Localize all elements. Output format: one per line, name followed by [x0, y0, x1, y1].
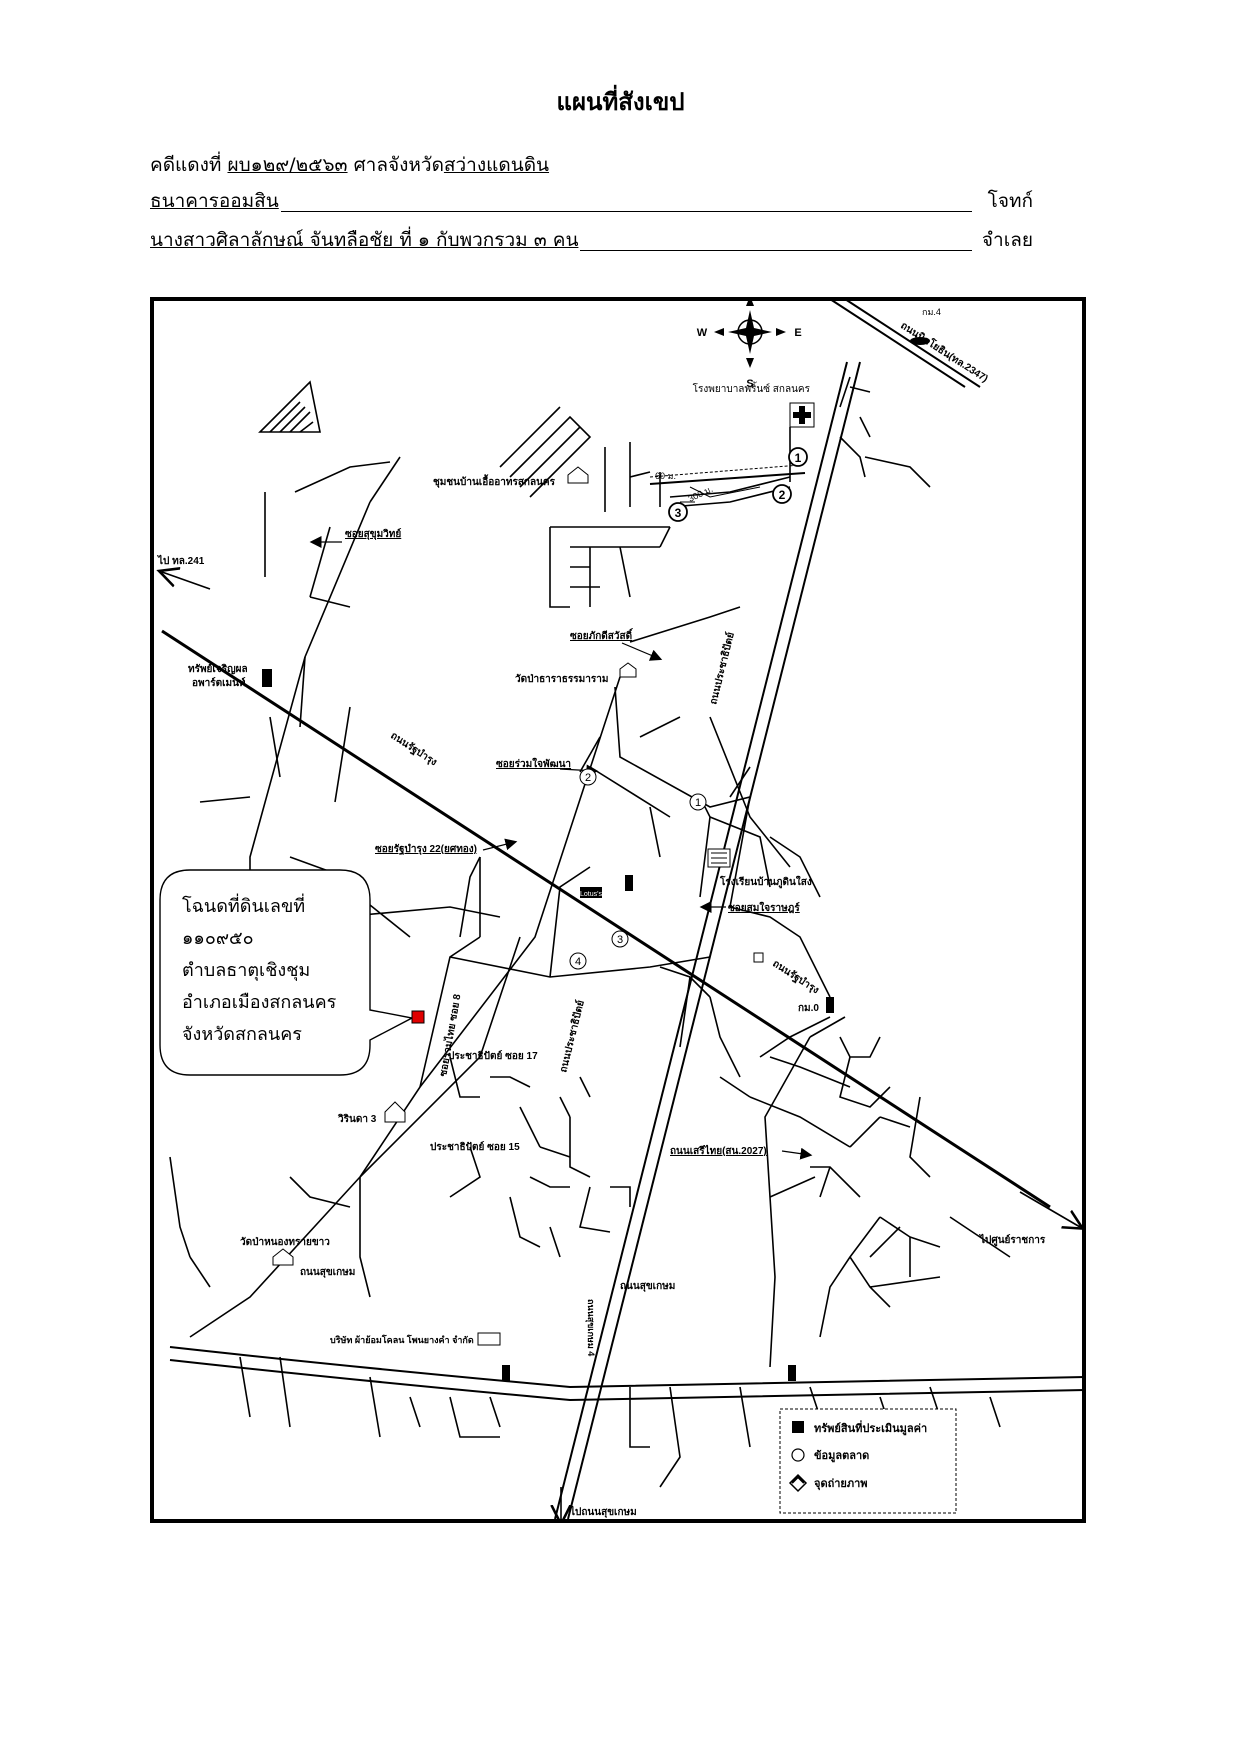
market-data-markers: 1 2 3 4 [569, 768, 707, 970]
svg-text:2: 2 [779, 488, 786, 502]
community-label: ชุมชนบ้านเอื้ออาทรสกลนคร [433, 474, 556, 488]
housing-grid [499, 376, 931, 608]
lotus-icon [580, 887, 602, 898]
temple-icon [619, 662, 637, 678]
apartment-label-1: ทรัพย์เจริญผล [188, 663, 248, 675]
traffic-lights [502, 875, 796, 1381]
legend-item-photo: จุดถ่ายภาพ [814, 1478, 868, 1491]
school-label: โรงเรียนบ้านภูดินใสง [719, 875, 812, 889]
community-icon [567, 466, 589, 484]
case-number: ผบ๑๒๙/๒๕๖๓ [227, 154, 348, 176]
defendant-role: จำเลย [981, 229, 1033, 251]
soi-rat22-label: ซอยรัฐบำรุง 22(ยศทอง) [375, 843, 477, 855]
lotus-label: Lotus's [580, 891, 602, 898]
traffic-light-km0 [826, 997, 834, 1013]
dist-60-label: 60 ม. [655, 471, 676, 481]
court-prefix: ศาลจังหวัด [347, 154, 444, 176]
hospital-label: โรงพยาบาลพริ้นซ์ สกลนคร [693, 381, 811, 395]
company-label: บริษัท ผ้าย้อมโคลน โพนยางคำ จำกัด [330, 1334, 474, 1345]
svg-text:1: 1 [795, 451, 802, 465]
compass-s: S [746, 378, 753, 390]
soi-sukhumwit-label: ซอยสุขุมวิทย์ [345, 528, 401, 540]
svg-text:3: 3 [675, 506, 682, 520]
soi-4-label: ถนนสุขเกษม 4 [585, 1299, 596, 1356]
wat-nongsai-icon [272, 1248, 294, 1266]
legend-item-market: ข้อมูลตลาด [814, 1449, 869, 1463]
svg-text:4: 4 [575, 956, 581, 968]
legend-photo-icon [788, 1473, 808, 1493]
svg-text:2: 2 [585, 772, 591, 784]
road-sukkasem-label: ถนนสุขเกษม [300, 1267, 355, 1278]
road-serithai-label: ถนนเสรีไทย(สน.2027) [670, 1144, 767, 1157]
to-241-label: ไป ทล.241 [157, 554, 205, 567]
soi-somjai-label: ซอยสมใจราษฎร์ [728, 901, 800, 914]
wat-nongsai-label: วัดป่าหนองทรายขาว [240, 1236, 330, 1248]
location-map: โรงพยาบาลพริ้นซ์ สกลนคร N S E W ถนนนิตโย… [150, 297, 1086, 1523]
photo-point-2: 2 [772, 484, 792, 504]
to-center-label: ไปศูนย์ราชการ [979, 1233, 1046, 1247]
photo-point-markers: 1 2 3 [668, 447, 808, 522]
soi-ruamjai-label: ซอยร่วมใจพัฒนา [496, 757, 571, 770]
plaintiff-name: ธนาคารออมสิน [150, 186, 281, 216]
callout-line-2: ๑๑๐๙๕๐ [182, 928, 254, 949]
case-line: คดีแดงที่ ผบ๑๒๙/๒๕๖๓ ศาลจังหวัดสว่างแดนด… [150, 150, 549, 180]
soi-sukhumwit-fan [258, 380, 321, 433]
legend-property-icon [792, 1421, 804, 1433]
compass-rose-icon [714, 297, 786, 368]
legend-market-icon [791, 1448, 805, 1462]
svg-text:1: 1 [695, 797, 701, 809]
wat-pa-label: วัดป่าธาราธรรมาราม [515, 673, 608, 685]
market-point-3: 3 [611, 930, 629, 948]
legend-item-property: ทรัพย์สินที่ประเมินมูลค่า [814, 1420, 927, 1436]
photo-point-3: 3 [668, 502, 688, 522]
km0-label: กม.0 [798, 1003, 819, 1014]
property-callout: โฉนดที่ดินเลขที่ ๑๑๐๙๕๐ ตำบลธาตุเชิงชุม … [159, 869, 415, 1076]
road-to-hospital [649, 464, 806, 503]
hospital-icon [789, 402, 815, 428]
compass-w: W [697, 327, 708, 339]
plaintiff-underline [150, 211, 972, 212]
case-prefix: คดีแดงที่ [150, 154, 228, 176]
soi-rat22-pointer [482, 838, 518, 851]
apartment-label-2: อพาร์ตเมนท์ [192, 677, 246, 689]
road-sukkasem2-label: ถนนสุขเกษม [620, 1281, 675, 1292]
rimda-icon [384, 1101, 406, 1123]
soi-phakdi-pointer [621, 642, 663, 661]
court-name: สว่างแดนดิน [443, 154, 550, 176]
prachathipat15-label: ประชาธิปัตย์ ซอย 15 [430, 1141, 520, 1153]
market-point-4: 4 [569, 952, 587, 970]
compass-e: E [794, 327, 801, 339]
svg-text:3: 3 [617, 934, 623, 946]
major-roads [161, 298, 1086, 1520]
page-title: แผนที่สังเขป [556, 88, 685, 116]
defendant-name: นางสาวศิลาลักษณ์ จันทลือชัย ที่ ๑ กับพวก… [150, 225, 581, 255]
callout-line-5: จังหวัดสกลนคร [182, 1024, 302, 1045]
company-icon [477, 1332, 501, 1346]
market-icon [753, 952, 764, 963]
km4-label: กม.4 [922, 307, 941, 317]
rimda-label: วิรินดา 3 [338, 1113, 377, 1125]
road-serithai-pointer [781, 1147, 813, 1160]
callout-line-3: ตำบลธาตุเชิงชุม [182, 960, 310, 981]
arrow-to-241 [162, 572, 211, 590]
callout-line-1: โฉนดที่ดินเลขที่ [182, 893, 305, 917]
prachathipat17-label: ประชาธิปัตย์ ซอย 17 [448, 1050, 538, 1062]
bus-icon [910, 337, 930, 345]
callout-line-4: อำเภอเมืองสกลนคร [182, 992, 337, 1013]
market-point-2: 2 [579, 768, 597, 786]
plaintiff-role: โจทก์ [987, 190, 1033, 212]
market-point-1: 1 [689, 793, 707, 811]
property-marker [411, 1010, 425, 1024]
photo-point-1: 1 [788, 447, 808, 467]
arrow-to-center [1019, 1191, 1080, 1227]
apartment-icon [262, 669, 272, 687]
soi-phakdi-label: ซอยภักดีสวัสดิ์ [570, 628, 634, 642]
map-legend: ทรัพย์สินที่ประเมินมูลค่า ข้อมูลตลาด จุด… [779, 1408, 957, 1514]
to-sukkasem-label: ไปถนนสุขเกษม [569, 1505, 637, 1518]
